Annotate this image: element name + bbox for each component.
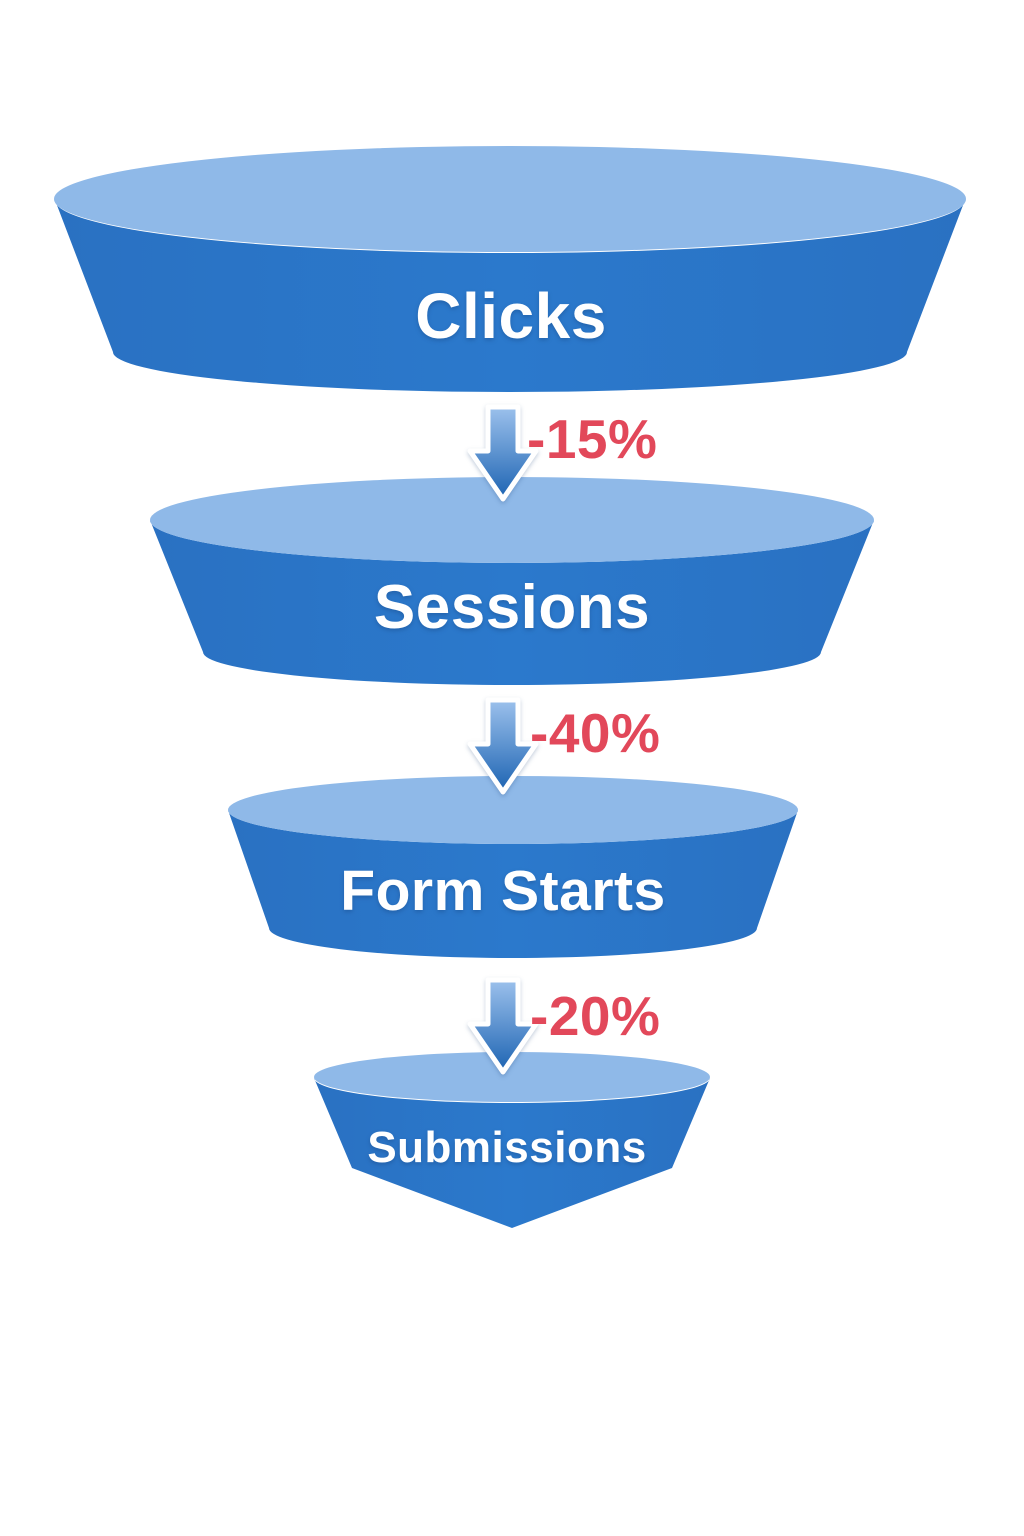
funnel-stage-sessions: Sessions — [150, 477, 874, 685]
transition-sessions-form-starts: -40% — [467, 697, 660, 795]
transition-clicks-sessions: -15% — [467, 404, 657, 502]
funnel-stage-submissions-body — [314, 1078, 710, 1228]
funnel-stage-form-starts: Form Starts — [228, 776, 798, 958]
down-arrow-icon — [467, 977, 539, 1075]
funnel-stage-form-starts-body — [228, 810, 798, 958]
funnel-stage-clicks-body — [55, 200, 965, 392]
drop-percent-sessions-form-starts: -40% — [530, 702, 660, 764]
down-arrow-icon — [467, 697, 539, 795]
drop-percent-form-starts-submissions: -20% — [530, 985, 660, 1047]
funnel-stage-submissions: Submissions — [314, 1052, 710, 1228]
funnel-stage-sessions-body — [150, 520, 874, 685]
funnel-stage-form-starts-top — [228, 776, 798, 844]
funnel-stage-clicks: Clicks — [54, 146, 966, 392]
funnel-stage-sessions-top — [150, 477, 874, 563]
transition-form-starts-submissions: -20% — [467, 977, 660, 1075]
funnel-stage-submissions-label: Submissions — [367, 1123, 646, 1172]
drop-percent-clicks-sessions: -15% — [527, 408, 657, 470]
funnel-stage-form-starts-label: Form Starts — [340, 859, 665, 923]
funnel-stage-submissions-top — [314, 1052, 710, 1102]
funnel-stage-clicks-label: Clicks — [415, 280, 607, 352]
funnel-stage-sessions-label: Sessions — [374, 573, 650, 642]
funnel-stage-clicks-top — [54, 146, 966, 252]
down-arrow-icon — [467, 404, 539, 502]
